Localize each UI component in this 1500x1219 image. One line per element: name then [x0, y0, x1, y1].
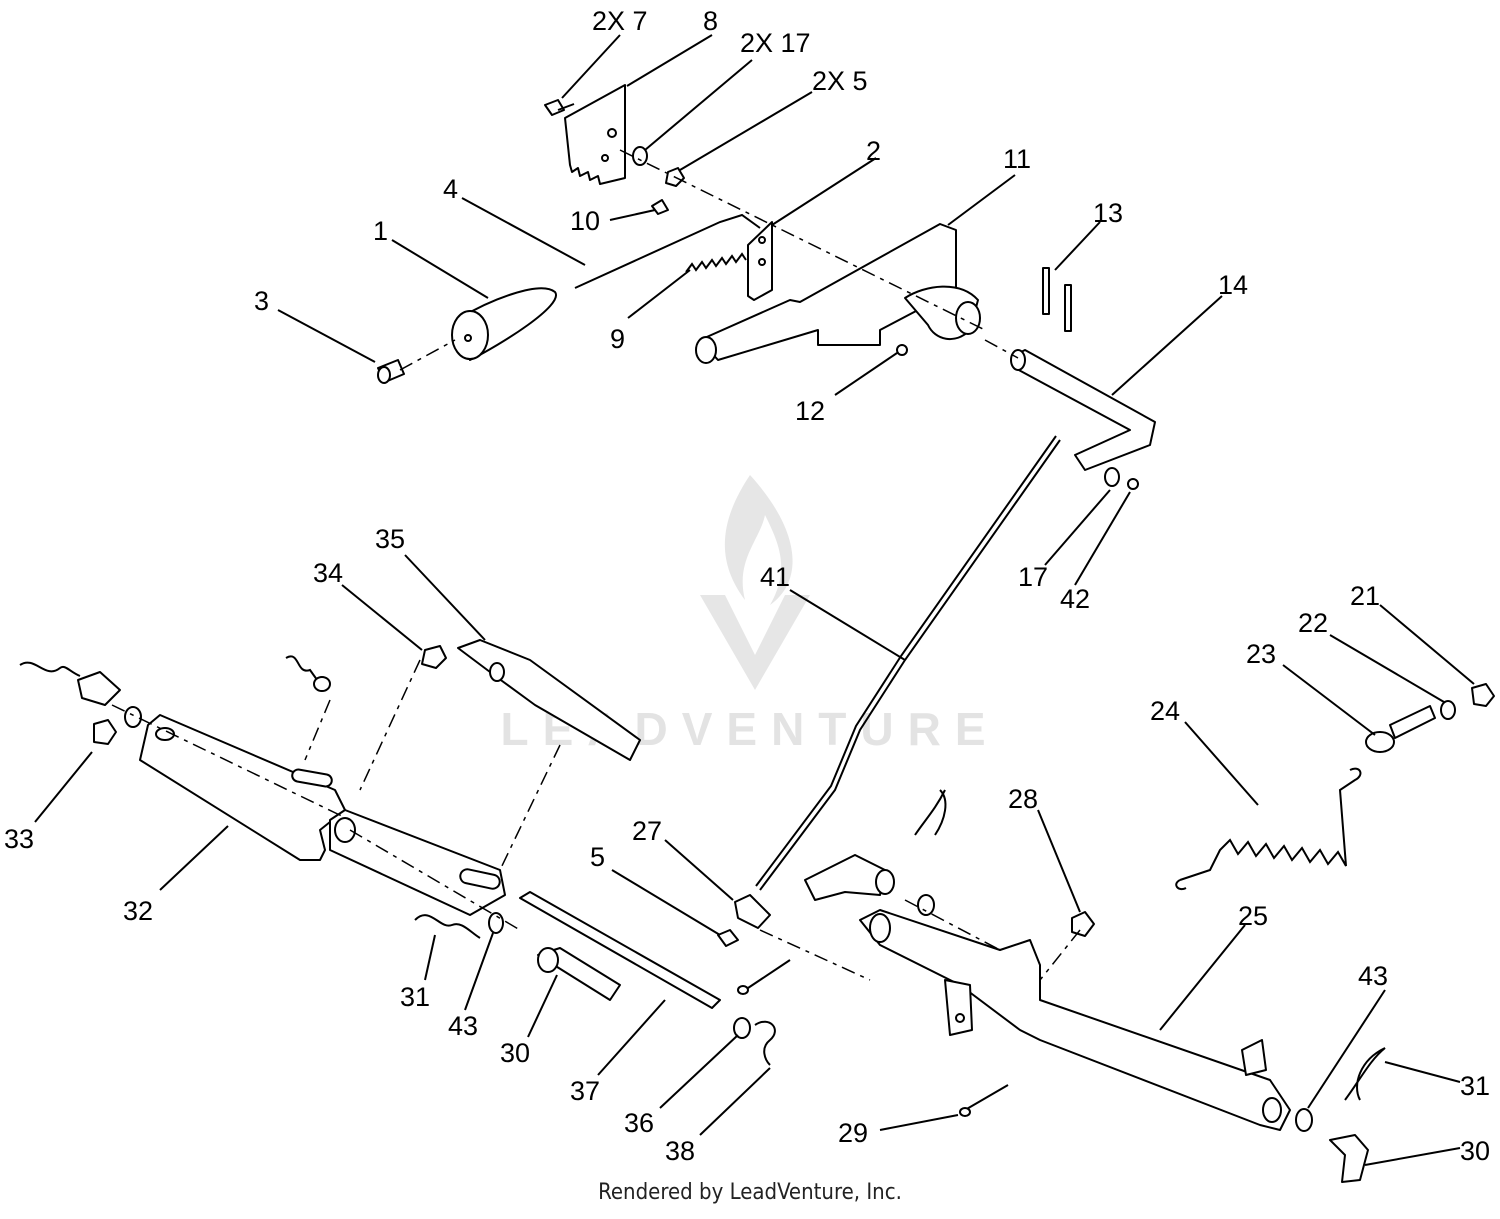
left-lower-assembly	[19, 639, 776, 1066]
callout-37: 37	[570, 1076, 600, 1106]
bracket-plate-8	[564, 84, 626, 185]
fitting-5	[717, 929, 739, 947]
rod-4	[574, 213, 761, 289]
spring-9	[685, 252, 747, 273]
callout-2x17: 2X 17	[740, 28, 811, 58]
callout-34: 34	[313, 558, 343, 588]
clip-42	[1127, 478, 1139, 490]
callout-14: 14	[1218, 270, 1248, 300]
callout-41: 41	[760, 562, 790, 592]
upper-assembly	[377, 84, 1156, 490]
callout-9: 9	[610, 324, 625, 354]
shaft-14	[1014, 349, 1156, 471]
callout-32: 32	[123, 896, 153, 926]
callout-38: 38	[665, 1136, 695, 1166]
callout-25: 25	[1238, 901, 1268, 931]
nut-28	[1071, 911, 1095, 937]
hair-pin-upper-right	[914, 789, 946, 836]
washer-43-left	[488, 912, 504, 934]
callout-5: 5	[590, 842, 605, 872]
pin-13b	[1064, 284, 1072, 332]
hair-pin-left	[19, 661, 81, 677]
right-lower-assembly	[717, 683, 1495, 1183]
callout-22: 22	[1298, 608, 1328, 638]
callout-29: 29	[838, 1118, 868, 1148]
bracket-32	[139, 714, 346, 861]
callout-12: 12	[795, 396, 825, 426]
callout-labels: 2X 7 8 2X 17 2X 5 2 11 4 10 1 13 3 14 9 …	[4, 6, 1490, 1166]
callout-21: 21	[1350, 581, 1380, 611]
callout-43-left: 43	[448, 1011, 478, 1041]
callout-35: 35	[375, 524, 405, 554]
callout-27: 27	[632, 816, 662, 846]
leader-lines	[34, 34, 1475, 1166]
clip-12	[896, 344, 908, 356]
pin-13a	[1042, 267, 1050, 315]
callout-13: 13	[1093, 198, 1123, 228]
cotter-pin-29	[964, 1084, 1009, 1111]
render-credit: Rendered by LeadVenture, Inc.	[598, 1180, 902, 1205]
lever-25	[859, 909, 1291, 1131]
callout-8: 8	[703, 6, 718, 36]
nut-34	[421, 645, 447, 669]
callout-1: 1	[373, 216, 388, 246]
callout-2x7: 2X 7	[592, 6, 648, 36]
callout-43-right: 43	[1358, 961, 1388, 991]
callout-4: 4	[443, 174, 458, 204]
callout-2: 2	[866, 136, 881, 166]
nut-33	[93, 719, 117, 745]
washer-43-right	[1295, 1108, 1313, 1132]
bolt-7	[544, 99, 565, 116]
rod-41	[759, 439, 1061, 891]
callout-11: 11	[1003, 144, 1031, 174]
callout-23: 23	[1246, 639, 1276, 669]
callout-30-left: 30	[500, 1038, 530, 1068]
callout-28: 28	[1008, 784, 1038, 814]
washer-17-right	[1104, 467, 1120, 487]
callout-2x5: 2X 5	[812, 66, 868, 96]
hair-pin-31-left	[414, 914, 481, 939]
cotter-38	[754, 1020, 776, 1066]
washer-17	[632, 146, 648, 166]
washer-36	[733, 1017, 751, 1039]
spring-24	[1179, 767, 1362, 881]
callout-30-right: 30	[1460, 1136, 1490, 1166]
pin-30-upper	[804, 854, 886, 901]
callout-31-right: 31	[1460, 1071, 1490, 1101]
hair-pin-31-right	[1344, 1047, 1386, 1101]
callout-3: 3	[254, 286, 269, 316]
eyebolt-23	[1389, 705, 1436, 739]
pin-37	[519, 891, 721, 1009]
cotter-pin-upper	[744, 959, 791, 991]
callout-31-left: 31	[400, 982, 430, 1012]
callout-17: 17	[1018, 562, 1048, 592]
callout-33: 33	[4, 824, 34, 854]
nut-21	[1471, 683, 1495, 707]
pin-30-right	[1329, 1134, 1369, 1183]
callout-10: 10	[570, 206, 600, 236]
washer-22	[1440, 700, 1456, 720]
callout-24: 24	[1150, 696, 1180, 726]
callout-42: 42	[1060, 584, 1090, 614]
fitting-27	[734, 894, 771, 929]
callout-36: 36	[624, 1108, 654, 1138]
bolt-10	[651, 199, 669, 215]
